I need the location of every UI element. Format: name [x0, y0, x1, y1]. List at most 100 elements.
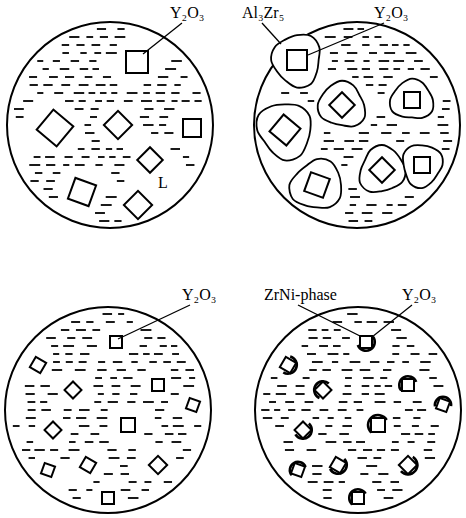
- liquid-dash: [382, 212, 392, 214]
- liquid-dash: [97, 417, 108, 419]
- liquid-dash: [65, 156, 73, 158]
- liquid-dash: [407, 345, 415, 347]
- liquid-dash: [93, 481, 99, 483]
- liquid-dash: [92, 44, 101, 46]
- liquid-dash: [281, 92, 289, 94]
- liquid-dash: [342, 369, 353, 371]
- liquid-dash: [98, 393, 104, 395]
- liquid-dash: [161, 401, 168, 403]
- liquid-dash: [348, 188, 356, 190]
- liquid-dash: [394, 425, 401, 427]
- liquid-dash: [354, 401, 362, 403]
- liquid-dash: [420, 68, 429, 70]
- liquid-dash: [392, 441, 399, 443]
- liquid-dash: [104, 473, 113, 475]
- liquid-dash: [392, 44, 399, 46]
- y2o3-particle: [402, 379, 414, 391]
- liquid-dash: [442, 148, 450, 150]
- liquid-dash: [324, 481, 334, 483]
- liquid-dash: [369, 52, 377, 54]
- liquid-dash: [97, 28, 106, 30]
- y2o3-particle: [304, 172, 330, 198]
- liquid-dash: [110, 44, 117, 46]
- liquid-dash: [40, 401, 47, 403]
- liquid-dash: [342, 337, 350, 339]
- liquid-dash: [380, 377, 387, 379]
- liquid-dash: [413, 417, 420, 419]
- liquid-dash: [75, 164, 85, 166]
- liquid-dash: [387, 124, 397, 126]
- liquid-dash: [53, 172, 61, 174]
- liquid-dash: [79, 100, 86, 102]
- al3zr5-shell: [390, 79, 433, 119]
- liquid-dash: [183, 449, 191, 451]
- liquid-dash: [67, 337, 75, 339]
- y2o3-particle: [45, 422, 62, 439]
- leader-line: [262, 23, 281, 44]
- liquid-dash: [438, 124, 449, 126]
- y2o3-particle: [371, 418, 385, 432]
- liquid-dash: [26, 393, 35, 395]
- liquid-dash: [339, 433, 349, 435]
- liquid-dash: [76, 329, 86, 331]
- liquid-dash: [387, 361, 394, 363]
- liquid-dash: [380, 44, 388, 46]
- liquid-dash: [194, 100, 201, 102]
- leader-line: [372, 305, 412, 337]
- liquid-dash: [174, 84, 180, 86]
- liquid-dash: [96, 84, 106, 86]
- liquid-dash: [53, 60, 60, 62]
- liquid-dash: [140, 116, 149, 118]
- liquid-dash: [349, 220, 359, 222]
- liquid-dash: [344, 140, 354, 142]
- liquid-dash: [411, 353, 420, 355]
- liquid-dash: [92, 68, 99, 70]
- liquid-dash: [385, 385, 392, 387]
- liquid-dash: [301, 409, 310, 411]
- liquid-dash: [155, 417, 162, 419]
- liquid-dash: [427, 441, 435, 443]
- liquid-dash: [323, 337, 331, 339]
- y2o3-particle: [126, 51, 148, 73]
- liquid-dash: [37, 60, 43, 62]
- liquid-dash: [91, 108, 99, 110]
- liquid-dash: [164, 481, 172, 483]
- liquid-dash: [74, 92, 84, 94]
- liquid-dash: [443, 100, 451, 102]
- liquid-dash: [154, 353, 163, 355]
- liquid-dash: [71, 321, 80, 323]
- phase-label: L: [156, 174, 170, 192]
- zrni-phase: [357, 336, 376, 352]
- liquid-dash: [86, 489, 92, 491]
- zrni-phase: [398, 375, 417, 391]
- liquid-dash: [93, 385, 103, 387]
- liquid-dash: [79, 361, 87, 363]
- y2o3-particle: [80, 457, 96, 473]
- liquid-dash: [112, 385, 121, 387]
- liquid-dash: [157, 337, 165, 339]
- liquid-dash: [305, 401, 314, 403]
- liquid-dash: [391, 329, 401, 331]
- zrni-phase: [434, 396, 453, 407]
- liquid-dash: [106, 52, 117, 54]
- liquid-dash: [341, 44, 350, 46]
- liquid-dash: [117, 28, 124, 30]
- liquid-dash: [106, 196, 117, 198]
- liquid-dash: [377, 449, 385, 451]
- liquid-dash: [111, 172, 119, 174]
- phase-label: Y₂O₃: [168, 4, 206, 22]
- y2o3-particle: [68, 178, 96, 206]
- liquid-dash: [30, 180, 38, 182]
- al3zr5-shell: [271, 35, 320, 88]
- liquid-dash: [320, 409, 329, 411]
- phase-label: Y₂O₃: [180, 286, 218, 304]
- liquid-dash: [29, 164, 40, 166]
- leader-line: [308, 23, 384, 55]
- liquid-dash: [322, 369, 331, 371]
- liquid-dash: [65, 100, 74, 102]
- liquid-dash: [392, 489, 402, 491]
- y2o3-particle: [124, 191, 152, 219]
- liquid-dash: [377, 116, 386, 118]
- liquid-dash: [91, 148, 99, 150]
- liquid-dash: [165, 68, 176, 70]
